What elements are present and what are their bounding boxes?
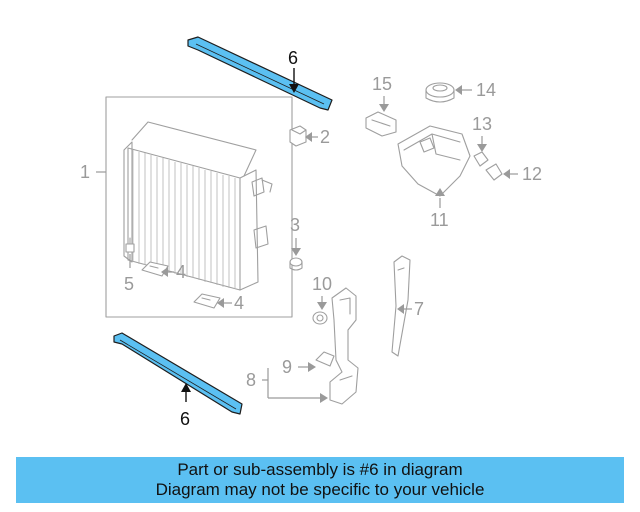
callout-5: 5 [124,274,134,294]
callout-10: 10 [312,274,332,294]
bushing-10 [312,311,328,325]
callout-11: 11 [430,210,449,230]
callout-1: 1 [80,162,90,182]
callout-15: 15 [372,74,392,94]
info-banner: Part or sub-assembly is #6 in diagram Di… [16,457,624,503]
callout-2: 2 [320,127,330,147]
callout-4b: 4 [234,293,244,313]
reservoir-cap-14 [425,82,455,103]
clip-9 [315,351,335,367]
callout-13: 13 [472,114,492,134]
mount-clip-2 [289,125,307,147]
side-baffle [329,287,359,405]
bracket-4b [193,293,221,309]
callout-8: 8 [246,370,256,390]
callout-4a: 4 [176,262,186,282]
callout-7: 7 [414,299,424,319]
radiator [105,96,293,318]
callout-6-bottom: 6 [180,409,190,429]
fitting-12 [485,163,503,181]
bracket-4a [141,261,169,277]
bolt-5 [125,237,135,253]
lower-air-deflector[interactable] [113,332,243,415]
callout-9: 9 [282,357,292,377]
banner-line-disclaimer: Diagram may not be specific to your vehi… [155,480,485,499]
callout-12: 12 [522,164,542,184]
sensor-13 [473,151,489,167]
callout-14: 14 [476,80,496,100]
upper-air-deflector[interactable] [187,36,333,111]
callout-6-top: 6 [288,48,298,68]
banner-line-part: Part or sub-assembly is #6 in diagram [177,460,463,479]
callout-3: 3 [290,215,300,235]
vertical-seal-7 [391,255,411,357]
bracket-15 [365,111,397,137]
bushing-3 [289,257,303,271]
coolant-reservoir [397,125,471,197]
